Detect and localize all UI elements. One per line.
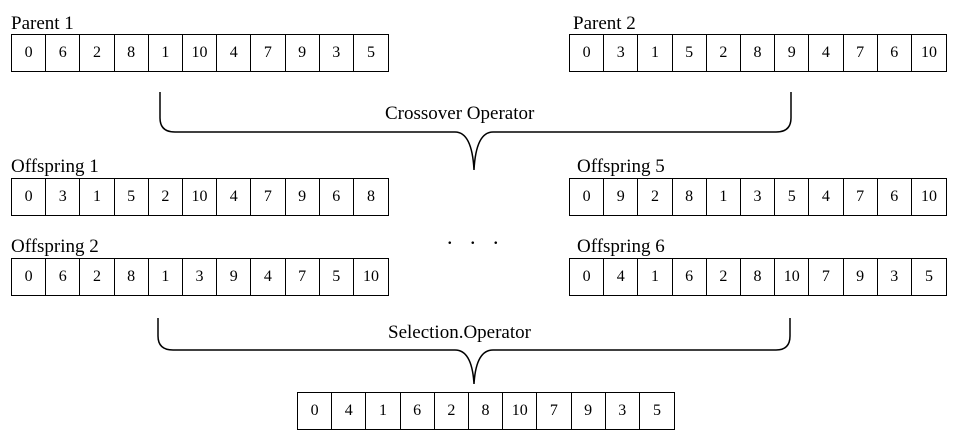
gene-cell: 10 (920, 44, 937, 61)
gene-cell: 9 (217, 259, 252, 295)
gene-cell: 1 (149, 35, 183, 71)
offspring-5-label: Offspring 5 (577, 156, 665, 177)
gene-cell: 6 (46, 259, 81, 295)
gene-cell: 6 (401, 393, 435, 429)
gene-cell: 1 (638, 35, 673, 71)
gene-cell: 1 (149, 259, 183, 295)
gene-cell: 0 (570, 179, 605, 215)
gene-cell: 6 (320, 179, 354, 215)
gene-cell: 3 (606, 393, 640, 429)
gene-cell: 6 (673, 259, 707, 295)
gene-cell: 8 (741, 259, 776, 295)
selection-brace (157, 318, 791, 385)
gene-cell: 2 (435, 393, 469, 429)
gene-cell: 4 (217, 35, 252, 71)
gene-cell: 2 (80, 259, 115, 295)
gene-cell: 9 (775, 35, 810, 71)
offspring-2-label: Offspring 2 (11, 236, 99, 257)
gene-cell: 2 (149, 179, 183, 215)
gene-cell: 6 (878, 35, 912, 71)
gene-cell: 3 (183, 259, 218, 295)
gene-cell: 8 (366, 188, 375, 205)
gene-cell: 9 (572, 393, 606, 429)
gene-cell: 2 (707, 35, 741, 71)
gene-cell: 8 (115, 259, 149, 295)
gene-cell: 5 (115, 179, 149, 215)
gene-cell: 7 (537, 393, 572, 429)
gene-cell: 10 (362, 268, 379, 285)
gene-cell: 9 (286, 35, 320, 71)
gene-cell: 3 (878, 259, 912, 295)
offspring-1-label: Offspring 1 (11, 156, 99, 177)
gene-cell: 4 (251, 259, 286, 295)
gene-cell: 3 (46, 179, 81, 215)
gene-cell: 3 (320, 35, 354, 71)
gene-cell: 7 (251, 179, 286, 215)
gene-cell: 10 (183, 35, 218, 71)
parent-2-label: Parent 2 (573, 13, 636, 34)
gene-cell: 2 (638, 179, 673, 215)
gene-cell: 9 (604, 179, 639, 215)
gene-cell: 4 (217, 179, 252, 215)
ellipsis: . . . (447, 224, 505, 249)
gene-cell: 0 (12, 35, 47, 71)
gene-cell: 6 (46, 35, 81, 71)
gene-cell: 7 (809, 259, 844, 295)
gene-cell: 5 (652, 402, 661, 419)
gene-cell: 8 (673, 179, 707, 215)
gene-cell: 2 (707, 259, 741, 295)
offspring-6-label: Offspring 6 (577, 236, 665, 257)
gene-cell: 0 (570, 259, 605, 295)
gene-cell: 0 (570, 35, 605, 71)
gene-cell: 9 (844, 259, 878, 295)
selection-operator-label: Selection.Operator (386, 322, 533, 343)
gene-cell: 9 (286, 179, 320, 215)
gene-cell: 4 (809, 179, 844, 215)
gene-cell: 7 (251, 35, 286, 71)
gene-cell: 1 (707, 179, 741, 215)
gene-cell: 10 (920, 188, 937, 205)
gene-cell: 10 (183, 179, 218, 215)
gene-cell: 4 (332, 393, 367, 429)
gene-cell: 8 (469, 393, 504, 429)
gene-cell: 3 (604, 35, 639, 71)
gene-cell: 10 (775, 259, 810, 295)
gene-cell: 5 (924, 268, 933, 285)
gene-cell: 10 (503, 393, 538, 429)
gene-cell: 0 (298, 393, 333, 429)
gene-cell: 0 (12, 259, 47, 295)
crossover-brace (159, 92, 792, 171)
gene-cell: 4 (604, 259, 639, 295)
gene-cell: 6 (878, 179, 912, 215)
gene-cell: 4 (809, 35, 844, 71)
gene-cell: 1 (638, 259, 673, 295)
gene-cell: 7 (844, 35, 878, 71)
gene-cell: 1 (366, 393, 401, 429)
gene-cell: 7 (844, 179, 878, 215)
crossover-operator-label: Crossover Operator (383, 103, 537, 124)
gene-cell: 0 (12, 179, 47, 215)
gene-cell: 7 (286, 259, 320, 295)
gene-cell: 8 (741, 35, 776, 71)
gene-cell: 2 (80, 35, 115, 71)
parent-1-label: Parent 1 (11, 13, 74, 34)
gene-cell: 5 (673, 35, 707, 71)
gene-cell: 5 (775, 179, 810, 215)
gene-cell: 5 (366, 44, 375, 61)
gene-cell: 3 (741, 179, 776, 215)
gene-cell: 8 (115, 35, 149, 71)
gene-cell: 1 (80, 179, 115, 215)
gene-cell: 5 (320, 259, 354, 295)
